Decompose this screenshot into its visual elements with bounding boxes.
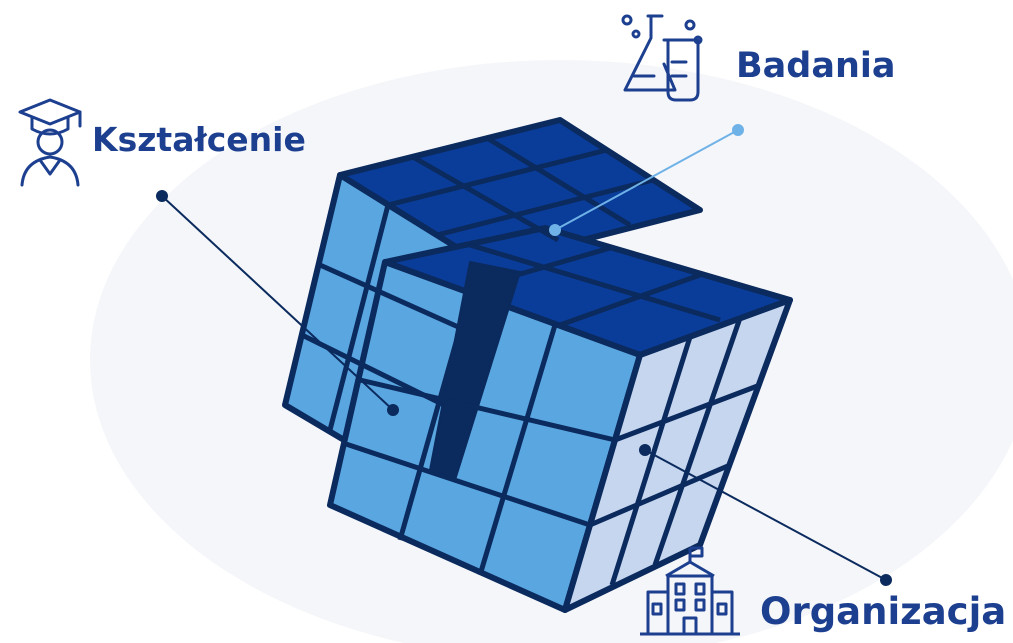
- connector-organization-end-dot: [880, 574, 892, 586]
- connector-education-end-dot: [387, 404, 399, 416]
- connector-education-start-dot: [156, 190, 168, 202]
- label-organization: Organizacja: [760, 590, 1007, 633]
- connector-education: [156, 190, 399, 416]
- graduate-icon: [18, 98, 82, 187]
- connector-research: [549, 124, 744, 236]
- cube-grid-lines: [300, 135, 761, 586]
- connector-research-end-dot: [549, 224, 561, 236]
- connector-research-start-dot: [732, 124, 744, 136]
- connector-organization: [639, 444, 892, 586]
- connector-organization-start-dot: [639, 444, 651, 456]
- label-education: Kształcenie: [92, 120, 306, 159]
- lab-flasks-icon: [621, 14, 703, 102]
- label-research: Badania: [736, 46, 896, 86]
- building-icon: [640, 546, 740, 636]
